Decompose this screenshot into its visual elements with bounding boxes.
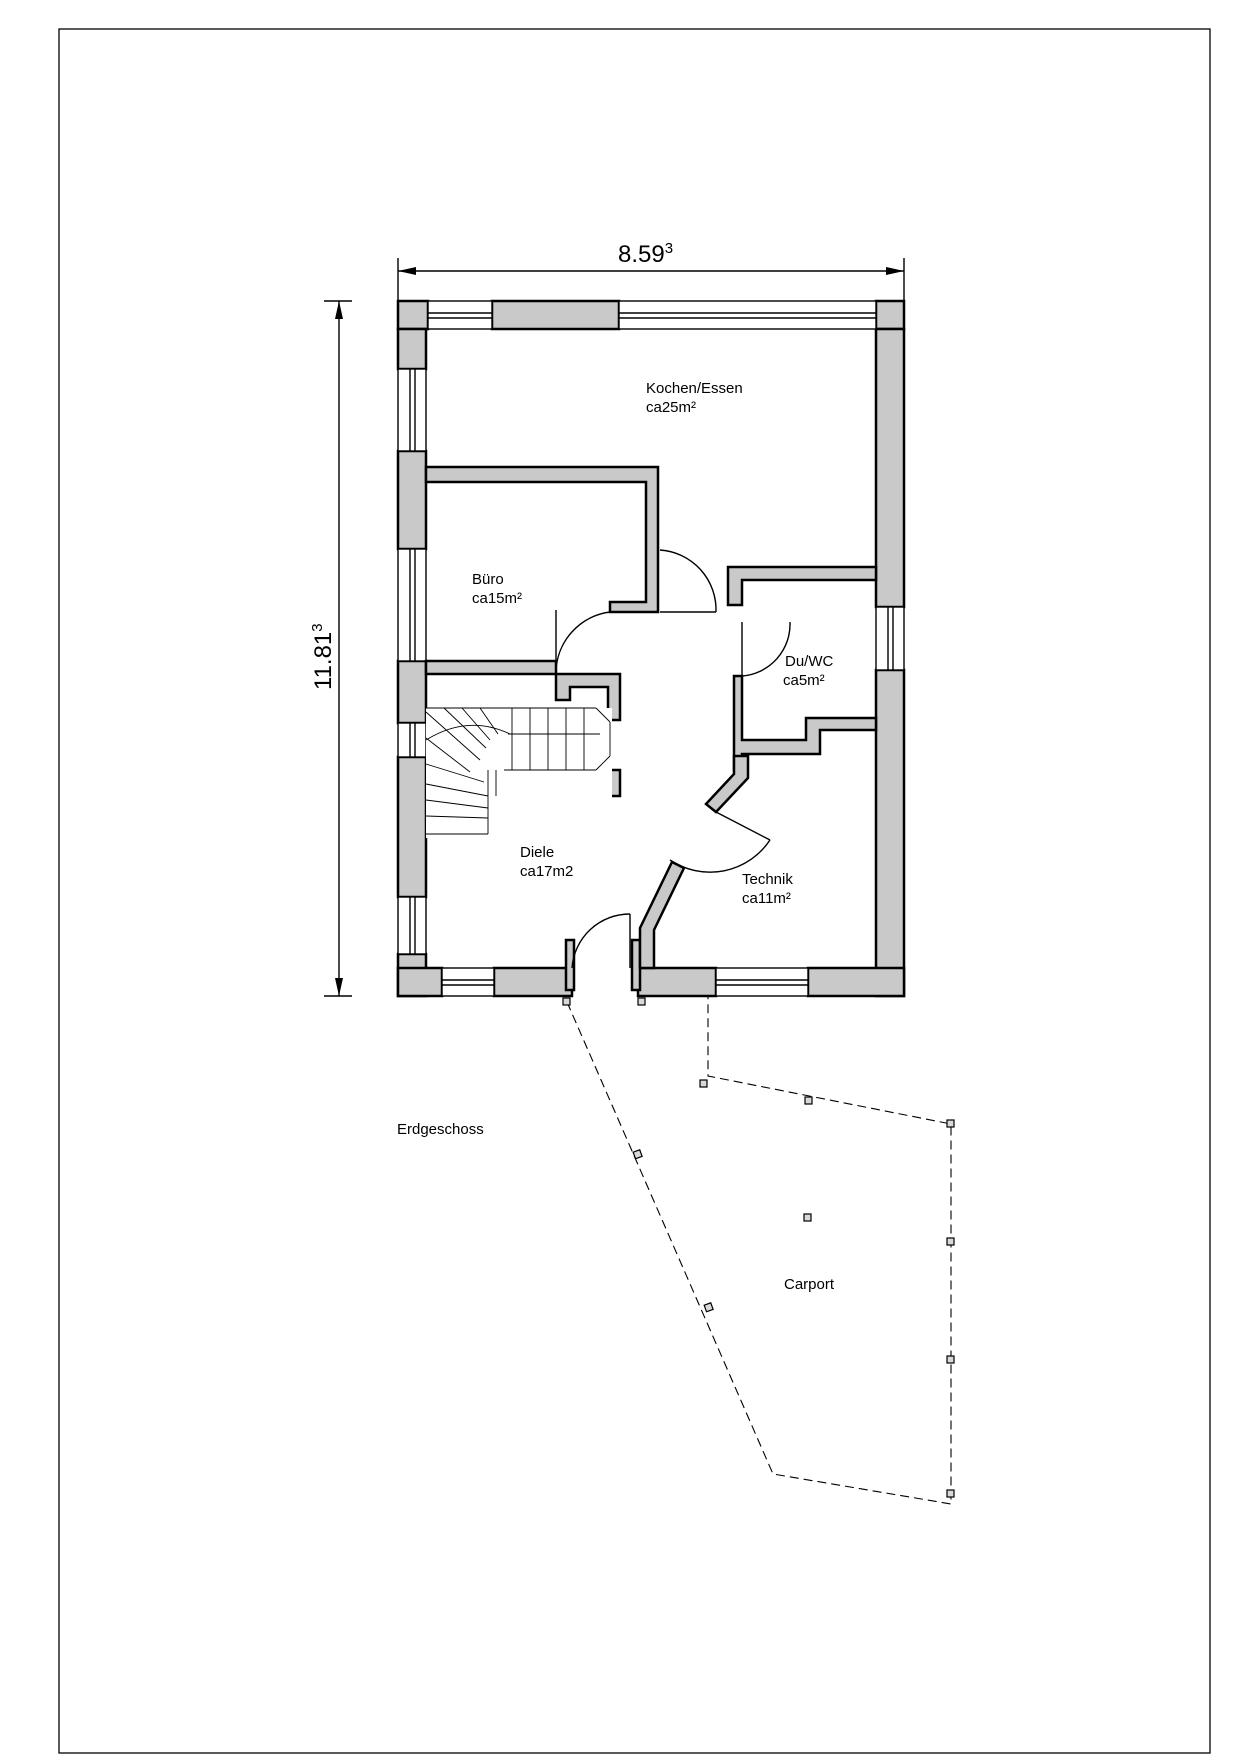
carport-post <box>803 1213 812 1222</box>
window-left-4 <box>397 896 427 955</box>
window-left-3 <box>397 722 427 758</box>
depth-dimension: 11.813 <box>309 300 352 997</box>
window-left-1 <box>397 368 427 452</box>
carport-post <box>637 997 646 1006</box>
staircase <box>425 707 612 838</box>
carport-post <box>946 1237 955 1246</box>
carport-post <box>804 1096 813 1105</box>
carport-post <box>946 1355 955 1364</box>
carport-post <box>946 1489 955 1498</box>
carport-post <box>946 1119 955 1128</box>
room-area-technik: ca11m² <box>742 890 791 907</box>
carport-post <box>562 997 571 1006</box>
depth-dimension-value: 11.813 <box>309 623 337 690</box>
room-area-duwc: ca5m² <box>783 672 825 689</box>
room-name-buero: Büro <box>472 571 504 588</box>
room-area-diele: ca17m2 <box>520 863 573 880</box>
window-left-2 <box>397 548 427 662</box>
sheet-border <box>58 28 1211 1754</box>
room-name-technik: Technik <box>742 871 793 888</box>
room-name-duwc: Du/WC <box>785 653 834 670</box>
window-top-right <box>618 300 877 330</box>
carport-post <box>632 1149 643 1160</box>
window-right <box>875 606 905 671</box>
carport-outline <box>562 996 955 1505</box>
doors <box>555 549 791 969</box>
window-top-left <box>427 300 493 330</box>
room-area-kochen: ca25m² <box>646 399 696 416</box>
window-bottom-right <box>715 967 809 997</box>
room-name-kochen: Kochen/Essen <box>646 380 743 397</box>
exterior-walls <box>396 299 906 998</box>
windows <box>397 300 905 997</box>
window-bottom-left <box>441 967 495 997</box>
floor-label: Erdgeschoss <box>397 1121 484 1138</box>
width-dimension-value: 8.593 <box>618 240 673 268</box>
carport-label: Carport <box>784 1276 835 1293</box>
width-dimension: 8.593 <box>397 240 905 300</box>
carport-post <box>703 1302 714 1313</box>
room-name-diele: Diele <box>520 844 554 861</box>
room-area-buero: ca15m² <box>472 590 522 607</box>
carport-post <box>699 1079 708 1088</box>
